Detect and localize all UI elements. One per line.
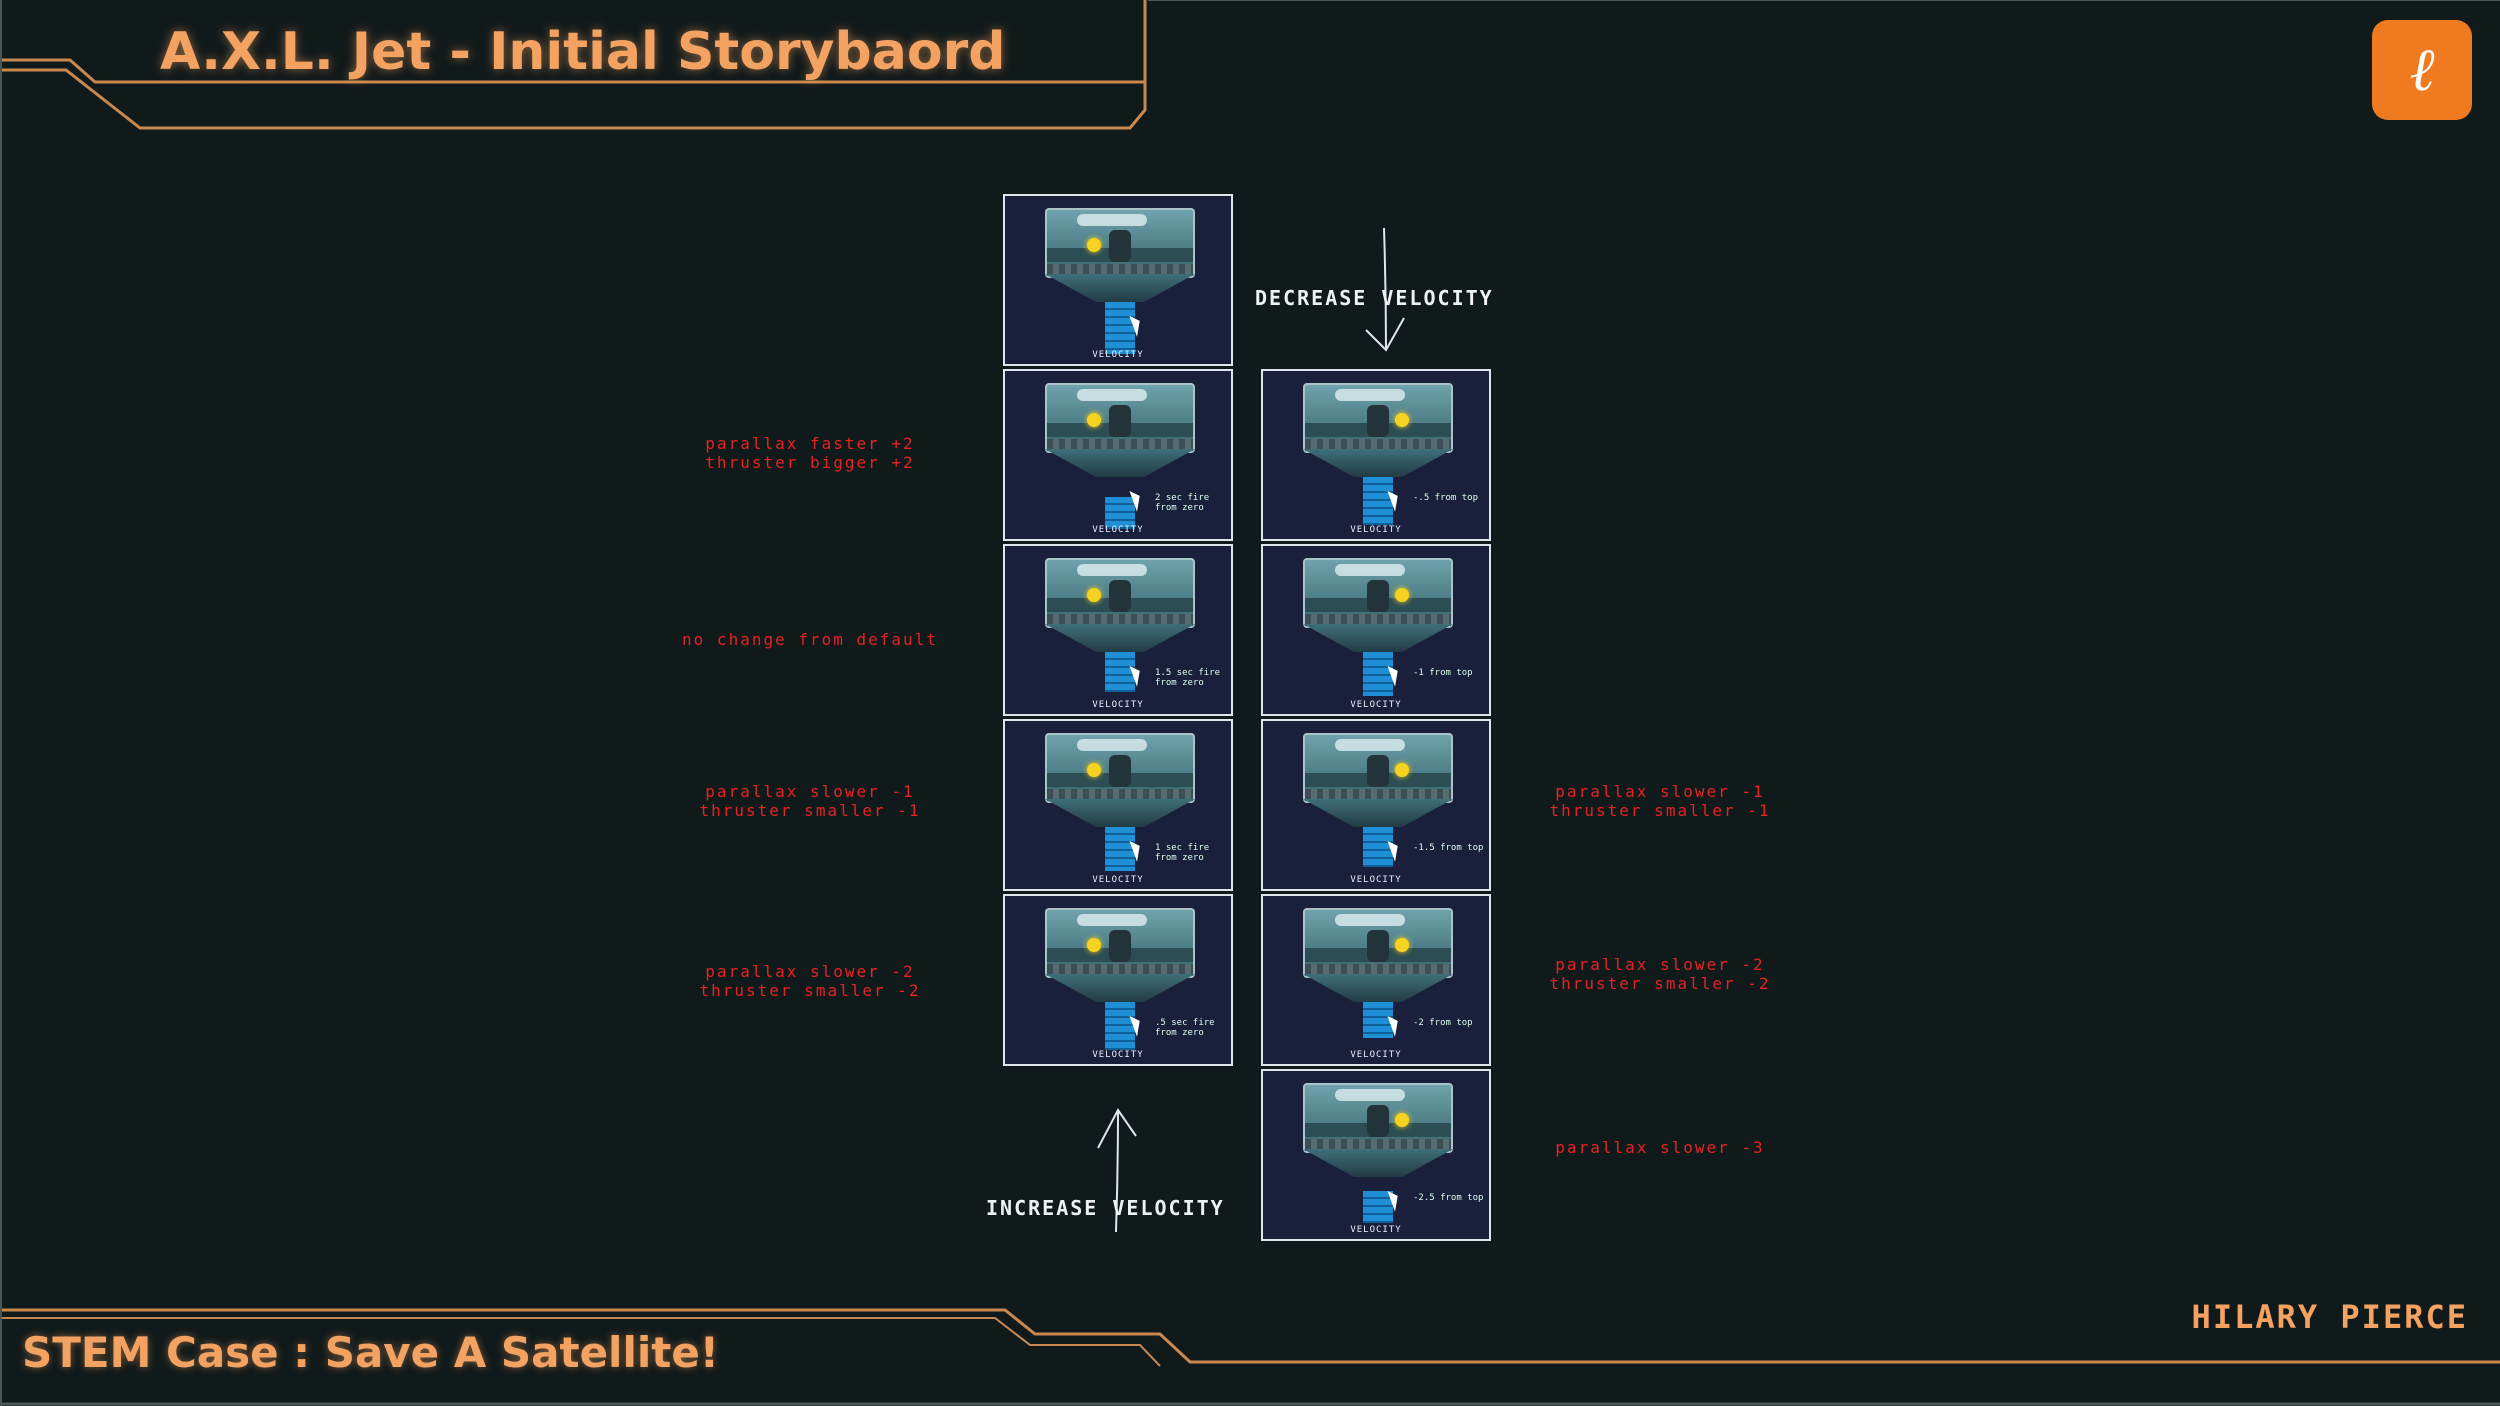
panel-note: -2.5 from top <box>1413 1193 1484 1203</box>
panel-note: 1.5 sec fire from zero <box>1155 668 1221 688</box>
velocity-label: VELOCITY <box>1350 1050 1402 1060</box>
increase-velocity-label: INCREASE VELOCITY <box>986 1196 1225 1220</box>
storyboard-panel-right-2: VELOCITY -1 from top <box>1261 544 1491 716</box>
panel-note: 1 sec fire from zero <box>1155 843 1210 863</box>
decrease-velocity-label: DECREASE VELOCITY <box>1255 286 1494 310</box>
velocity-label: VELOCITY <box>1350 525 1402 535</box>
storyboard-panel-left-1: VELOCITY <box>1003 194 1233 366</box>
velocity-label: VELOCITY <box>1092 525 1144 535</box>
velocity-label: VELOCITY <box>1092 350 1144 360</box>
storyboard-panel-right-3: VELOCITY -1.5 from top <box>1261 719 1491 891</box>
storyboard-panel-left-3: VELOCITY 1.5 sec fire from zero <box>1003 544 1233 716</box>
velocity-label: VELOCITY <box>1350 1225 1402 1235</box>
annotation-right-4: parallax slower -2 thruster smaller -2 <box>1549 955 1771 993</box>
velocity-label: VELOCITY <box>1092 875 1144 885</box>
storyboard-panel-right-4: VELOCITY -2 from top <box>1261 894 1491 1066</box>
brand-logo-icon[interactable]: ℓ <box>2372 20 2472 120</box>
velocity-label: VELOCITY <box>1092 700 1144 710</box>
annotation-right-3: parallax slower -1 thruster smaller -1 <box>1549 782 1771 820</box>
page-title: A.X.L. Jet - Initial Storybaord <box>160 22 1006 82</box>
annotation-left-2: parallax faster +2 thruster bigger +2 <box>705 434 915 472</box>
panel-note: -1 from top <box>1413 668 1473 678</box>
velocity-label: VELOCITY <box>1350 700 1402 710</box>
storyboard-panel-right-5: VELOCITY -2.5 from top <box>1261 1069 1491 1241</box>
course-title: STEM Case : Save A Satellite! <box>22 1328 719 1377</box>
panel-note: -.5 from top <box>1413 493 1479 503</box>
author-name: HILARY PIERCE <box>2191 1298 2468 1336</box>
panel-note: 2 sec fire from zero <box>1155 493 1210 513</box>
storyboard-panel-right-1: VELOCITY -.5 from top <box>1261 369 1491 541</box>
storyboard-panel-left-2: VELOCITY 2 sec fire from zero <box>1003 369 1233 541</box>
annotation-right-5: parallax slower -3 <box>1555 1138 1765 1157</box>
panel-note: -1.5 from top <box>1413 843 1484 853</box>
panel-note: -2 from top <box>1413 1018 1473 1028</box>
velocity-label: VELOCITY <box>1350 875 1402 885</box>
velocity-label: VELOCITY <box>1092 1050 1144 1060</box>
storyboard-panel-left-5: VELOCITY .5 sec fire from zero <box>1003 894 1233 1066</box>
panel-note: .5 sec fire from zero <box>1155 1018 1215 1038</box>
annotation-left-5: parallax slower -2 thruster smaller -2 <box>699 962 921 1000</box>
annotation-left-4: parallax slower -1 thruster smaller -1 <box>699 782 921 820</box>
storyboard-panel-left-4: VELOCITY 1 sec fire from zero <box>1003 719 1233 891</box>
annotation-left-3: no change from default <box>682 630 938 649</box>
